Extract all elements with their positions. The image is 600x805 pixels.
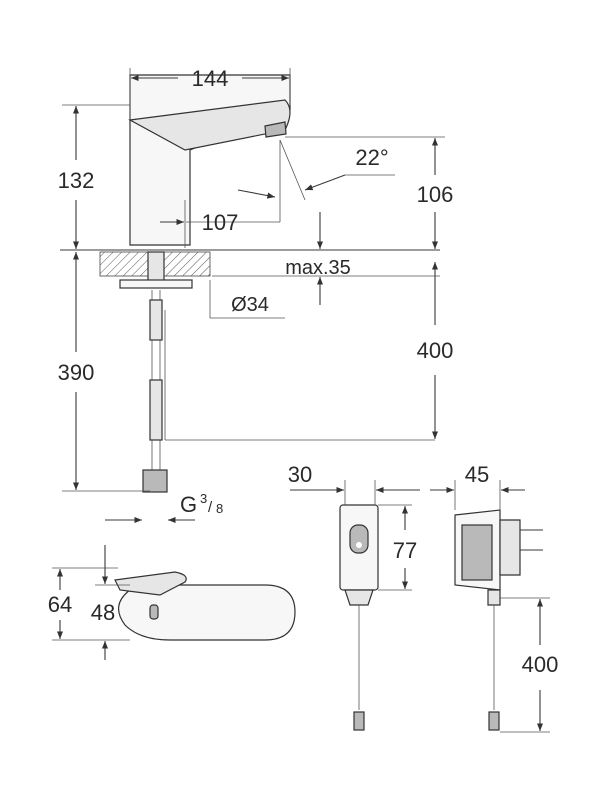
- top-view-width-label: 64: [48, 592, 72, 617]
- dimension-hole-diameter: Ø34: [209, 280, 285, 319]
- dimension-deck-thickness: max.35: [212, 212, 440, 305]
- adapter-width-label: 45: [465, 462, 489, 487]
- spray-angle-label: 22°: [355, 145, 388, 170]
- outlet-height-label: 106: [417, 182, 454, 207]
- dimension-total-below-deck: 390: [58, 252, 150, 492]
- adapter-cable-label: 400: [522, 652, 559, 677]
- dimension-adapter-width: 45: [430, 462, 525, 510]
- dimension-sensor-height: 77: [378, 504, 417, 591]
- thread-frac-num: 3: [200, 491, 207, 506]
- sensor-box: [339, 504, 379, 731]
- dimension-adapter-cable: 400: [500, 597, 559, 733]
- dimension-outlet-height: 106: [285, 136, 454, 249]
- dimension-spout-reach: 107: [160, 140, 281, 248]
- spout-reach-label: 107: [202, 210, 239, 235]
- deck-thickness-label: max.35: [285, 257, 351, 279]
- hose-length-label: 400: [417, 338, 454, 363]
- height-above-deck-label: 132: [58, 168, 95, 193]
- thread-size-label: G: [180, 492, 197, 517]
- thread-frac-den: 8: [216, 501, 223, 516]
- hole-diameter-label: Ø34: [231, 294, 269, 316]
- dimension-sensor-width: 30: [288, 462, 420, 505]
- dimension-thread: G 3 / 8: [105, 491, 223, 524]
- faucet-top-view: [114, 571, 296, 641]
- dimension-hose-length: 400: [417, 262, 454, 439]
- svg-text:/: /: [208, 499, 213, 516]
- dimension-top-width: 64: [48, 567, 130, 641]
- dimension-height-above-deck: 132: [58, 104, 130, 249]
- dimension-top-depth: 48: [91, 545, 130, 660]
- sensor-height-label: 77: [393, 538, 417, 563]
- total-below-deck-label: 390: [58, 360, 95, 385]
- faucet-front-view: [60, 74, 440, 493]
- top-view-depth-label: 48: [91, 600, 115, 625]
- dimension-spray-angle: 22°: [237, 139, 395, 201]
- spout-length-label: 144: [192, 66, 229, 91]
- power-adapter: [454, 509, 543, 731]
- dimension-spout-length: 144: [129, 66, 291, 120]
- sensor-width-label: 30: [288, 462, 312, 487]
